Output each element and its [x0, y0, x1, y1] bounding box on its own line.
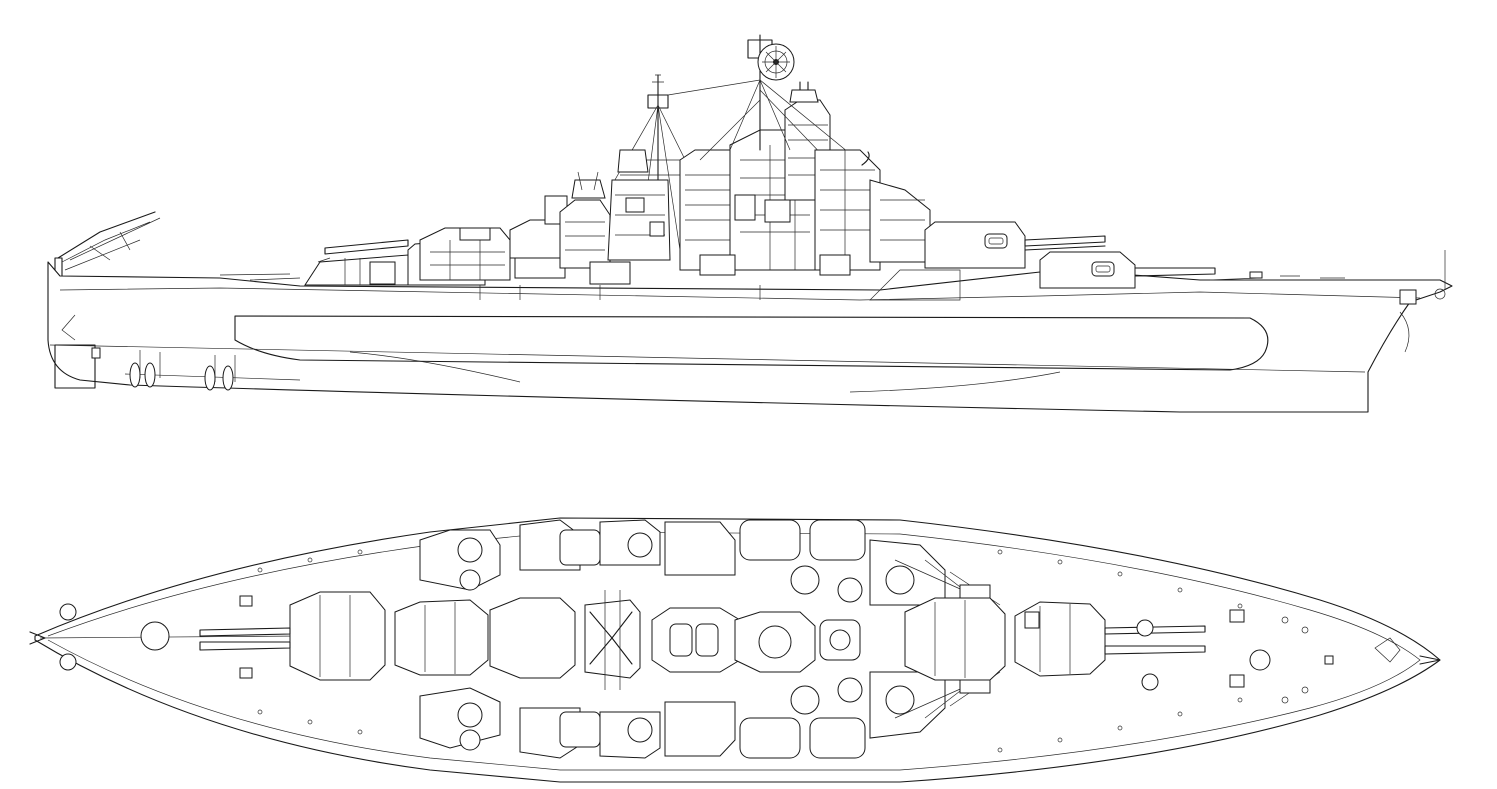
profile-hull [47, 261, 1453, 413]
plan-view [29, 517, 1441, 783]
plan-mounts-starboard [419, 664, 1001, 759]
profile-view [47, 34, 1453, 413]
plan-mounts-port [419, 519, 1001, 614]
